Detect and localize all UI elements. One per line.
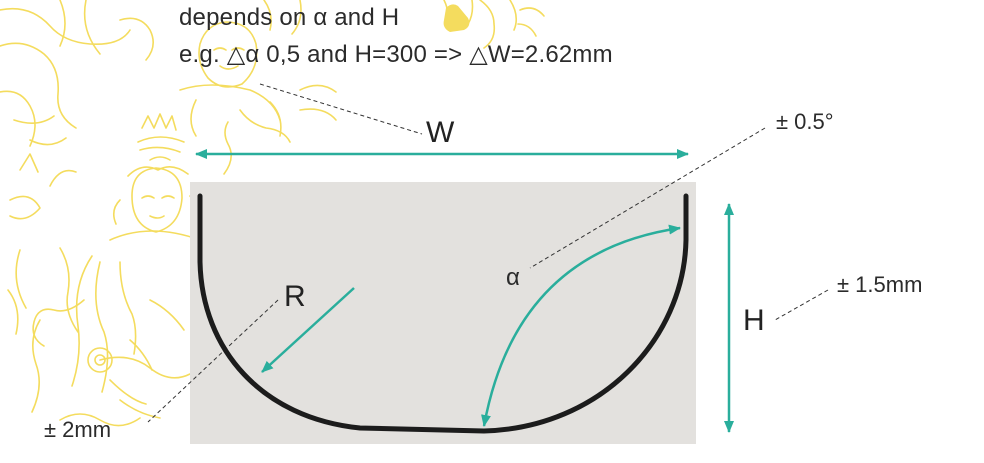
alpha-tolerance: ± 0.5° <box>776 109 834 134</box>
h-leader-line <box>774 289 829 321</box>
alpha-angle-arrow <box>481 224 681 427</box>
note-line-1: depends on α and H <box>179 4 400 31</box>
alpha-label: α <box>506 264 520 291</box>
note-line-2: e.g. △α 0,5 and H=300 => △W=2.62mm <box>179 41 613 68</box>
note-leader-line <box>259 83 423 135</box>
h-tolerance: ± 1.5mm <box>837 272 923 297</box>
h-label: H <box>743 304 765 337</box>
panel-background <box>190 182 696 444</box>
r-tolerance: ± 2mm <box>44 417 112 442</box>
w-label: W <box>426 116 455 149</box>
sketch-illustration-icon <box>0 0 545 427</box>
r-label: R <box>284 280 306 313</box>
r-leader-line <box>147 299 279 423</box>
sketch-fill-icon <box>443 4 470 32</box>
profile-curve <box>197 193 689 434</box>
r-radius-arrow <box>261 287 355 373</box>
